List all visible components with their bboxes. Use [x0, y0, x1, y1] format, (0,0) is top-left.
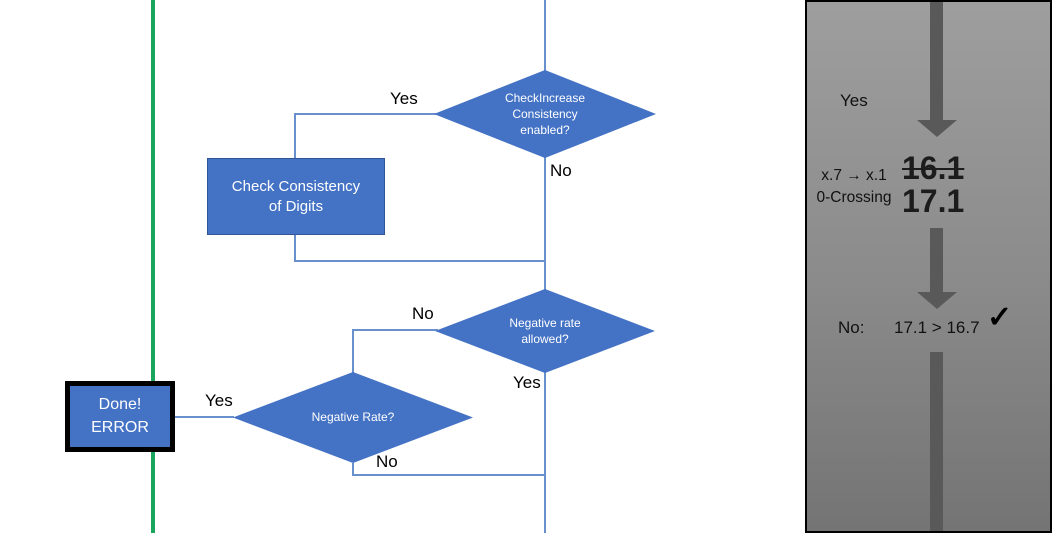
old-value: 16.1 [902, 150, 965, 186]
process-check-consistency-of-digits: Check Consistency of Digits [207, 158, 385, 235]
branch-label-no-bottom: No [376, 452, 398, 471]
branch-label-no-top: No [550, 161, 572, 180]
connector-error-horizontal [173, 416, 234, 418]
down-arrow-2-shaft [930, 228, 943, 292]
value-correction: 16.1 17.1 [902, 152, 964, 218]
decision-negative-rate-label: Negative Rate? [311, 410, 395, 425]
decision-check-increase-consistency: CheckIncrease Consistency enabled? [434, 70, 656, 158]
branch-label-yes-error: Yes [205, 391, 233, 410]
connector-box-out-horizontal [294, 260, 546, 262]
comparison-text: 17.1 > 16.7 [894, 318, 980, 337]
connector-yes-top-vertical [294, 113, 296, 159]
down-arrow-1-icon [917, 120, 957, 137]
decision-negative-rate-allowed-label: Negative rate allowed? [509, 315, 581, 346]
process-check-consistency-label: Check Consistency of Digits [231, 178, 361, 215]
terminator-done-line: Done! [98, 396, 142, 414]
result-no-label: No: [838, 318, 865, 337]
down-arrow-1-shaft [930, 2, 943, 120]
decision-negative-rate-allowed: Negative rate allowed? [435, 289, 655, 373]
new-value: 17.1 [902, 183, 965, 219]
decision-check-increase-label: CheckIncrease Consistency enabled? [504, 90, 586, 138]
connector-no-mid-horizontal [352, 329, 438, 331]
panel-yes-label: Yes [840, 91, 868, 110]
connector-no-bottom-vertical [352, 463, 354, 476]
rule-line-2: 0-Crossing [816, 189, 892, 207]
down-arrow-3-shaft [930, 352, 943, 531]
branch-label-yes-mid: Yes [513, 373, 541, 392]
down-arrow-2-icon [917, 292, 957, 309]
rule-text: x.7 → x.1 0-Crossing [807, 165, 901, 210]
connector-yes-top-horizontal [294, 113, 436, 115]
terminator-error-line: ERROR [91, 418, 149, 436]
checkmark-icon: ✓ [987, 301, 1013, 334]
connector-no-mid-vertical [352, 329, 354, 373]
example-side-panel: Yes x.7 → x.1 0-Crossing 16.1 17.1 No: 1… [805, 0, 1052, 533]
rule-line-1: x.7 → x.1 [821, 167, 887, 184]
connector-no-bottom-horizontal [352, 474, 546, 476]
terminator-done-error: Done! ERROR [65, 381, 175, 452]
branch-label-no-mid: No [412, 304, 434, 323]
decision-negative-rate: Negative Rate? [233, 372, 473, 463]
main-flow-line [544, 0, 546, 533]
green-vertical-line [151, 0, 155, 533]
branch-label-yes-top: Yes [390, 89, 418, 108]
connector-box-out-vertical [294, 235, 296, 262]
